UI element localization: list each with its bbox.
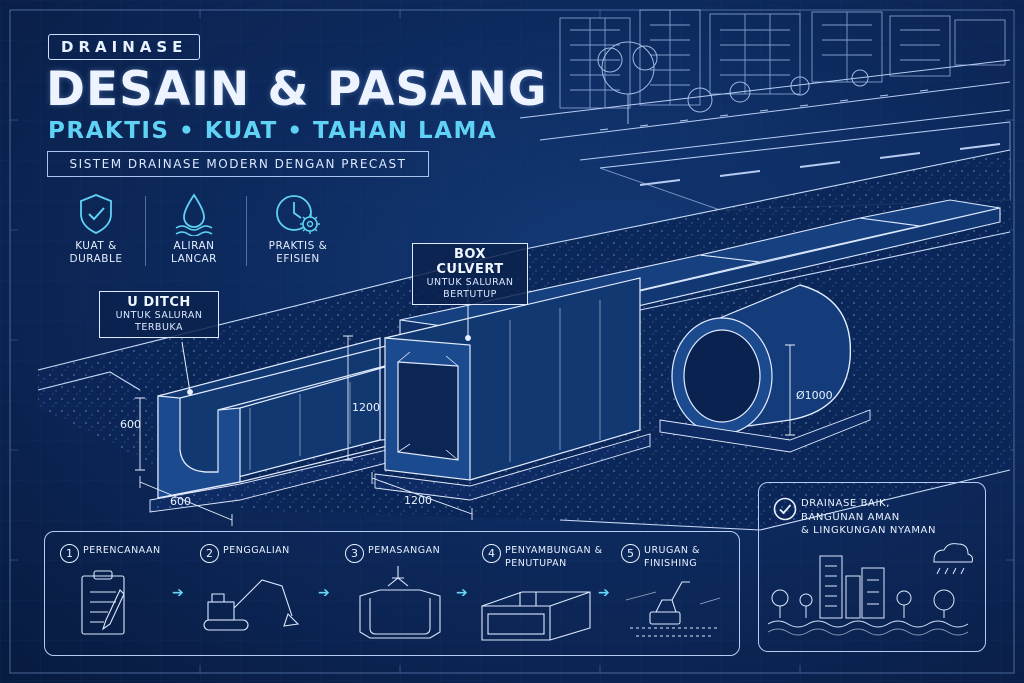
u-ditch-callout: U DITCH UNTUK SALURAN TERBUKA [99, 291, 219, 338]
pipe-diameter-label: Ø1000 [796, 389, 833, 402]
u-ditch-title: U DITCH [127, 295, 191, 310]
shield-check-icon [80, 194, 112, 234]
water-drop-icon [175, 193, 213, 236]
step-label: PEMASANGAN [368, 545, 441, 556]
box-height-label: 1200 [352, 401, 380, 414]
clipboard-pencil-icon [81, 570, 125, 635]
excavator-icon [203, 579, 300, 631]
u-ditch-illustration [149, 337, 431, 513]
background-buildings [559, 9, 1006, 109]
box-culvert-callout: BOX CULVERT UNTUK SALURAN BERTUTUP [412, 243, 528, 305]
step-number: 1 [60, 544, 79, 563]
step-label: PERENCANAAN [83, 545, 161, 556]
benefit-text: DRAINASE BAIK, BANGUNAN AMAN & LINGKUNGA… [801, 498, 937, 536]
step-label: PENGGALIAN [223, 545, 290, 556]
step-installation: 3 PEMASANGAN [345, 544, 440, 563]
feature-divider [145, 196, 146, 266]
feature-divider [246, 196, 247, 266]
u-ditch-subtitle: UNTUK SALURAN TERBUKA [115, 310, 203, 333]
dimension-lines [135, 278, 795, 526]
box-width-label: 1200 [404, 494, 432, 507]
step-label: PENYAMBUNGAN & PENUTUPAN [505, 545, 603, 569]
page-description: SISTEM DRAINASE MODERN DENGAN PRECAST [47, 151, 429, 177]
crane-hook-icon [359, 566, 441, 639]
clock-gear-icon [276, 195, 320, 234]
step-arrow-icon: ➔ [318, 585, 330, 601]
feature-efficient: PRAKTIS & EFISIEN [250, 192, 346, 266]
step-number: 2 [200, 544, 219, 563]
step-planning: 1 PERENCANAAN [60, 544, 161, 563]
step-excavation: 2 PENGGALIAN [200, 544, 290, 563]
page-subtitle: PRAKTIS • KUAT • TAHAN LAMA [48, 118, 498, 144]
box-culvert-subtitle: UNTUK SALURAN BERTUTUP [426, 277, 514, 300]
compactor-icon [625, 581, 721, 637]
section-tag: DRAINASE [48, 34, 201, 60]
benefit-panel: DRAINASE BAIK, BANGUNAN AMAN & LINGKUNGA… [758, 482, 986, 652]
step-arrow-icon: ➔ [598, 585, 610, 601]
page-title: DESAIN & PASANG [46, 62, 548, 117]
box-culvert-title: BOX CULVERT [436, 247, 504, 277]
feature-label: PRAKTIS & EFISIEN [268, 240, 328, 265]
city-icon [767, 543, 973, 636]
precast-pipe-illustration [659, 284, 871, 453]
step-number: 5 [621, 544, 640, 563]
step-number: 4 [482, 544, 501, 563]
background-trees [597, 41, 869, 124]
step-arrow-icon: ➔ [456, 585, 468, 601]
u-ditch-width-label: 600 [170, 495, 191, 508]
feature-strong: KUAT & DURABLE [48, 192, 144, 266]
feature-flow: ALIRAN LANCAR [146, 192, 242, 266]
u-ditch-height-label: 600 [120, 418, 141, 431]
feature-label: KUAT & DURABLE [69, 240, 123, 265]
box-culvert-illustration [374, 277, 651, 501]
box-joint-icon [481, 591, 591, 641]
feature-label: ALIRAN LANCAR [171, 240, 217, 265]
installation-steps-panel [44, 531, 740, 656]
step-arrow-icon: ➔ [172, 585, 184, 601]
check-circle-icon [773, 497, 797, 521]
step-label: URUGAN & FINISHING [644, 545, 700, 569]
step-number: 3 [345, 544, 364, 563]
